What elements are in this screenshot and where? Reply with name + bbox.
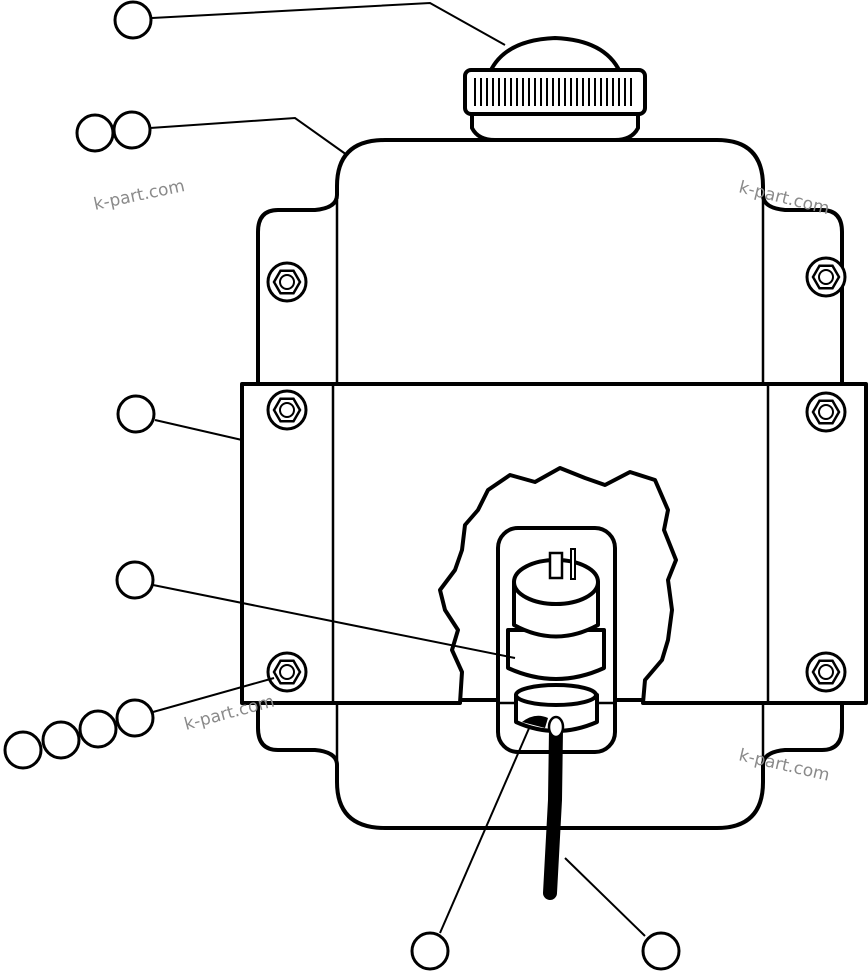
callout-cable [641, 931, 681, 971]
callout-cap [113, 0, 153, 40]
callout-strap [116, 394, 156, 434]
bolt [805, 256, 847, 298]
connector-terminal [548, 551, 564, 580]
callout-bolt-d [3, 730, 43, 770]
strap [240, 382, 868, 705]
cap [463, 36, 647, 142]
bolt [805, 391, 847, 433]
bolt [266, 389, 308, 431]
callout-seal [410, 931, 450, 971]
leader-lines [149, 1, 646, 937]
callout-bolt-a [115, 698, 155, 738]
connector-tab [570, 548, 576, 580]
bolt [266, 261, 308, 303]
bolt [805, 651, 847, 693]
seal [522, 715, 548, 728]
sensor-cable [543, 723, 563, 900]
cable-grommet [547, 715, 565, 739]
watermark: k-part.com [92, 176, 187, 215]
bolt [266, 651, 308, 693]
callout-bolt-c [41, 720, 81, 760]
callout-tank-a [75, 113, 115, 153]
callout-sensor [115, 560, 155, 600]
level-sensor [506, 548, 606, 733]
callout-tank-b [112, 110, 152, 150]
callouts [3, 0, 681, 971]
tank-body [256, 138, 844, 387]
callout-bolt-b [78, 709, 118, 749]
